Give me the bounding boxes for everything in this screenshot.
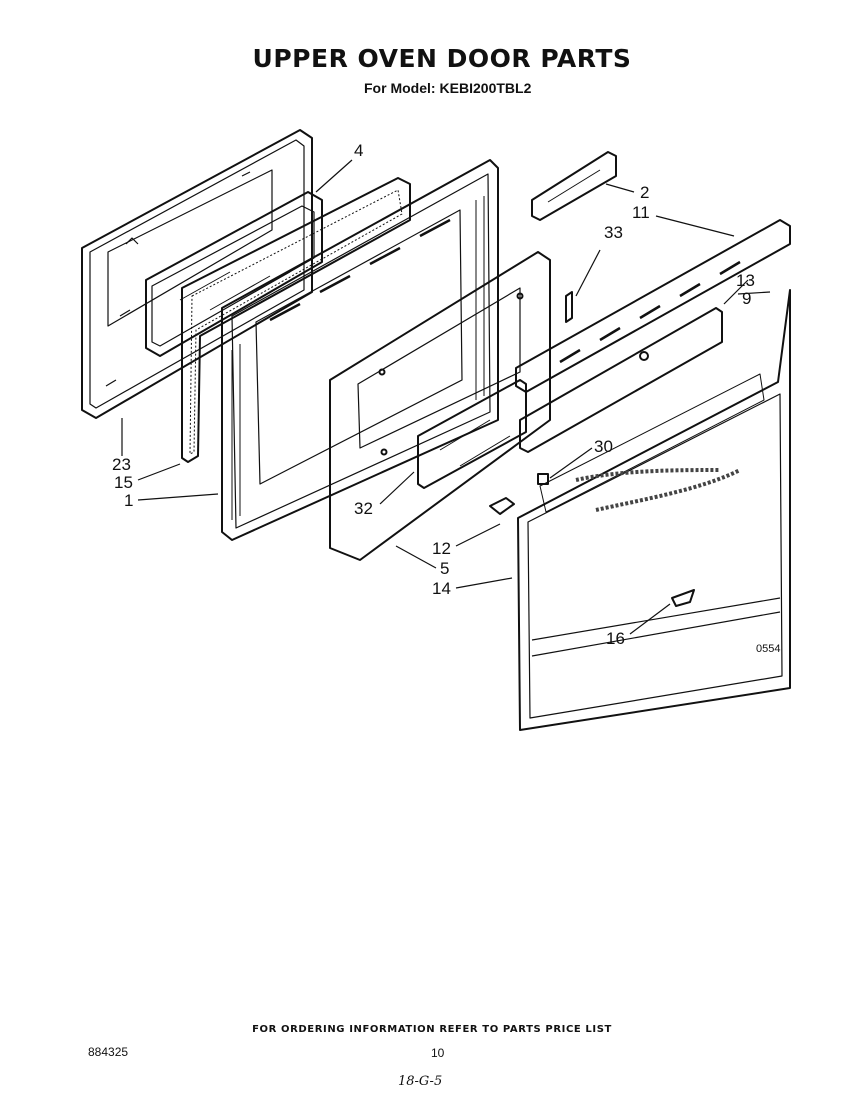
figure-code: 0554 xyxy=(756,643,780,655)
hinge-bracket-part-12 xyxy=(489,497,515,515)
callout-11: 11 xyxy=(632,203,650,222)
page-title: UPPER OVEN DOOR PARTS xyxy=(252,44,632,73)
middle-panel-part-5 xyxy=(329,251,551,561)
model-label: For Model: xyxy=(364,80,436,96)
top-trim-part-11 xyxy=(515,219,791,393)
vent-rail-part-2 xyxy=(531,151,617,221)
handwritten-mark: 18-G-5 xyxy=(398,1074,443,1089)
callout-5: 5 xyxy=(440,559,449,578)
callout-13: 13 xyxy=(736,271,755,290)
ordering-note: FOR ORDERING INFORMATION REFER TO PARTS … xyxy=(252,1024,612,1035)
outer-door-part-14 xyxy=(517,289,791,731)
callout-23: 23 xyxy=(112,455,131,474)
callout-15: 15 xyxy=(114,473,133,492)
insulation-part-15 xyxy=(181,177,411,463)
callout-9: 9 xyxy=(742,289,751,308)
callout-32: 32 xyxy=(354,499,373,518)
inner-liner-part-1 xyxy=(221,159,499,541)
callout-1: 1 xyxy=(124,491,133,510)
callout-33: 33 xyxy=(604,223,623,242)
callout-30: 30 xyxy=(594,437,613,456)
callout-4: 4 xyxy=(354,141,363,160)
page-number: 10 xyxy=(431,1046,445,1060)
clip-part-30 xyxy=(537,473,549,485)
callout-16: 16 xyxy=(606,629,625,648)
glass-plate-part-32 xyxy=(417,379,527,489)
document-number: 884325 xyxy=(88,1045,129,1059)
model-line: For Model:KEBI200TBL2 xyxy=(360,80,531,96)
callout-12: 12 xyxy=(432,539,451,558)
handle-part-16 xyxy=(671,589,695,607)
glass-frame-part-4 xyxy=(145,191,323,357)
model-number: KEBI200TBL2 xyxy=(439,80,532,96)
callout-2: 2 xyxy=(640,183,649,202)
leader-lines xyxy=(121,159,771,635)
clip-part-33 xyxy=(565,291,573,323)
rear-panel-part-23 xyxy=(81,129,313,419)
callout-14: 14 xyxy=(432,579,451,598)
top-channel-part-13 xyxy=(519,307,723,453)
